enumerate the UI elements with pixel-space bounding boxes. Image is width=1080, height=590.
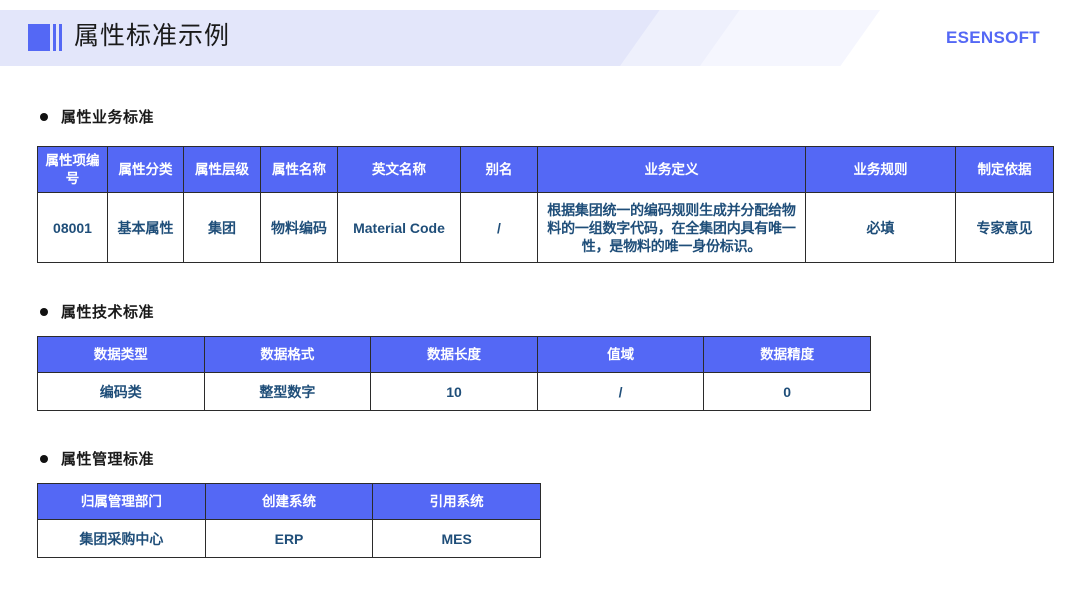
cell-value-range: /: [536, 372, 705, 411]
section-heading-technical: 属性技术标准: [40, 301, 154, 322]
table-row: 集团采购中心 ERP MES: [37, 519, 541, 558]
col-header-data-length: 数据长度: [370, 336, 538, 373]
col-header-reference-system: 引用系统: [372, 483, 541, 520]
table-management-standard: 归属管理部门 创建系统 引用系统 集团采购中心 ERP MES: [37, 483, 541, 558]
cell-data-length: 10: [370, 372, 538, 411]
cell-english-name: Material Code: [337, 192, 461, 263]
section-label: 属性管理标准: [61, 451, 155, 468]
cell-department: 集团采购中心: [37, 519, 206, 558]
cell-rule: 必填: [805, 192, 956, 263]
col-header-definition: 业务定义: [537, 146, 806, 193]
cell-reference-system: MES: [372, 519, 541, 558]
col-header-department: 归属管理部门: [37, 483, 206, 520]
table-header-row: 归属管理部门 创建系统 引用系统: [37, 483, 541, 520]
brand-logo-text: ESENSOFT: [945, 28, 1040, 47]
cell-definition: 根据集团统一的编码规则生成并分配给物料的一组数字代码，在全集团内具有唯一性，是物…: [537, 192, 806, 263]
section-label: 属性技术标准: [61, 304, 155, 321]
section-heading-business: 属性业务标准: [40, 106, 154, 127]
table-row: 08001 基本属性 集团 物料编码 Material Code / 根据集团统…: [37, 192, 1054, 263]
cell-basis: 专家意见: [955, 192, 1054, 263]
col-header-alias: 别名: [460, 146, 538, 193]
cell-data-type: 编码类: [37, 372, 205, 411]
cell-data-format: 整型数字: [203, 372, 372, 411]
logo-bar-thin-icon: [59, 23, 62, 51]
col-header-rule: 业务规则: [805, 146, 956, 193]
table-technical-standard: 数据类型 数据格式 数据长度 值域 数据精度 编码类 整型数字 10 / 0: [37, 336, 871, 411]
col-header-value-range: 值域: [536, 336, 705, 373]
table-business-standard: 属性项编号 属性分类 属性层级 属性名称 英文名称 别名 业务定义 业务规则 制…: [37, 146, 1054, 263]
col-header-name: 属性名称: [260, 146, 338, 193]
col-header-data-type: 数据类型: [37, 336, 205, 373]
cell-category: 基本属性: [107, 192, 184, 263]
cell-alias: /: [460, 192, 538, 263]
col-header-english: 英文名称: [337, 146, 461, 193]
bullet-dot-icon: [40, 307, 48, 316]
col-header-basis: 制定依据: [955, 146, 1054, 193]
col-header-data-format: 数据格式: [203, 336, 372, 373]
page-title: 属性标准示例: [74, 22, 231, 50]
cell-code: 08001: [37, 192, 108, 263]
cell-precision: 0: [703, 372, 871, 411]
logo-square-icon: [28, 23, 50, 51]
table-header-row: 数据类型 数据格式 数据长度 值域 数据精度: [37, 336, 871, 373]
cell-create-system: ERP: [204, 519, 374, 558]
col-header-precision: 数据精度: [703, 336, 871, 373]
bullet-dot-icon: [40, 454, 48, 463]
col-header-level: 属性层级: [183, 146, 261, 193]
section-label: 属性业务标准: [61, 109, 155, 126]
cell-name: 物料编码: [260, 192, 338, 263]
col-header-create-system: 创建系统: [204, 483, 374, 520]
col-header-code: 属性项编号: [37, 146, 108, 193]
logo-bar-icon: [53, 23, 56, 51]
section-heading-management: 属性管理标准: [40, 448, 154, 469]
table-row: 编码类 整型数字 10 / 0: [37, 372, 871, 411]
blue-square-bars-icon: [28, 22, 62, 52]
cell-level: 集团: [183, 192, 261, 263]
table-header-row: 属性项编号 属性分类 属性层级 属性名称 英文名称 别名 业务定义 业务规则 制…: [37, 146, 1054, 193]
header-banner: [0, 10, 1080, 66]
col-header-category: 属性分类: [107, 146, 184, 193]
bullet-dot-icon: [40, 112, 48, 121]
